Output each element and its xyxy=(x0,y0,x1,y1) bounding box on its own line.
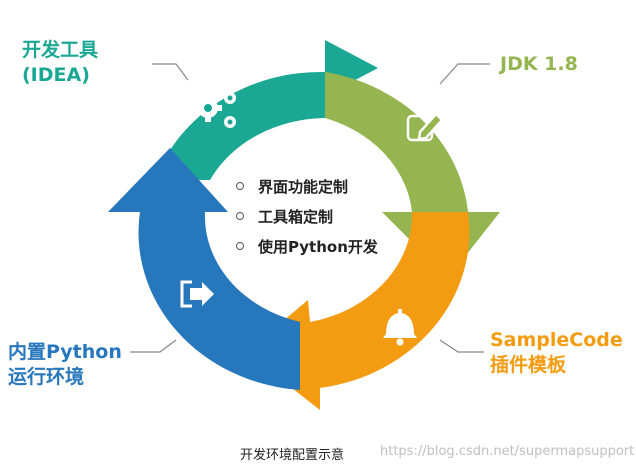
label-jdk: JDK 1.8 xyxy=(500,52,578,77)
label-dev-tool-line1: 开发工具 xyxy=(22,39,99,61)
list-item-text: 界面功能定制 xyxy=(258,178,349,196)
label-dev-tool-line2: (IDEA) xyxy=(22,64,90,86)
label-jdk-text: JDK 1.8 xyxy=(500,53,578,75)
bell-icon xyxy=(383,309,417,346)
edit-icon xyxy=(406,112,444,142)
list-item: 界面功能定制 xyxy=(236,172,378,202)
center-feature-list: 界面功能定制 工具箱定制 使用Python开发 xyxy=(236,172,378,262)
gears-icon xyxy=(194,92,236,128)
leader-lines xyxy=(130,63,490,353)
leader-dev xyxy=(152,63,189,81)
segment-python xyxy=(108,148,300,390)
label-python: 内置Python 运行环境 xyxy=(8,340,122,390)
label-python-line1: 内置Python xyxy=(8,341,122,363)
list-item-text: 使用Python开发 xyxy=(258,238,378,256)
caption: 开发环境配置示意 xyxy=(240,448,345,463)
leader-sample xyxy=(439,339,484,353)
segment-dev-tool xyxy=(155,40,378,180)
label-python-line2: 运行环境 xyxy=(8,366,85,388)
bullet-icon xyxy=(236,181,244,190)
label-samplecode-line1: SampleCode xyxy=(490,329,623,351)
bullet-icon xyxy=(236,211,244,220)
watermark: https://blog.csdn.net/supermapsupport xyxy=(380,444,635,459)
list-item: 使用Python开发 xyxy=(236,232,378,262)
bullet-icon xyxy=(236,241,244,250)
leader-python xyxy=(130,339,177,353)
logout-icon xyxy=(180,280,214,308)
label-samplecode-line2: 插件模板 xyxy=(490,354,567,376)
leader-jdk xyxy=(439,63,490,85)
segment-samplecode xyxy=(246,212,470,410)
label-samplecode: SampleCode 插件模板 xyxy=(490,328,623,378)
label-dev-tool: 开发工具 (IDEA) xyxy=(22,38,98,88)
list-item-text: 工具箱定制 xyxy=(258,208,334,226)
list-item: 工具箱定制 xyxy=(236,202,378,232)
